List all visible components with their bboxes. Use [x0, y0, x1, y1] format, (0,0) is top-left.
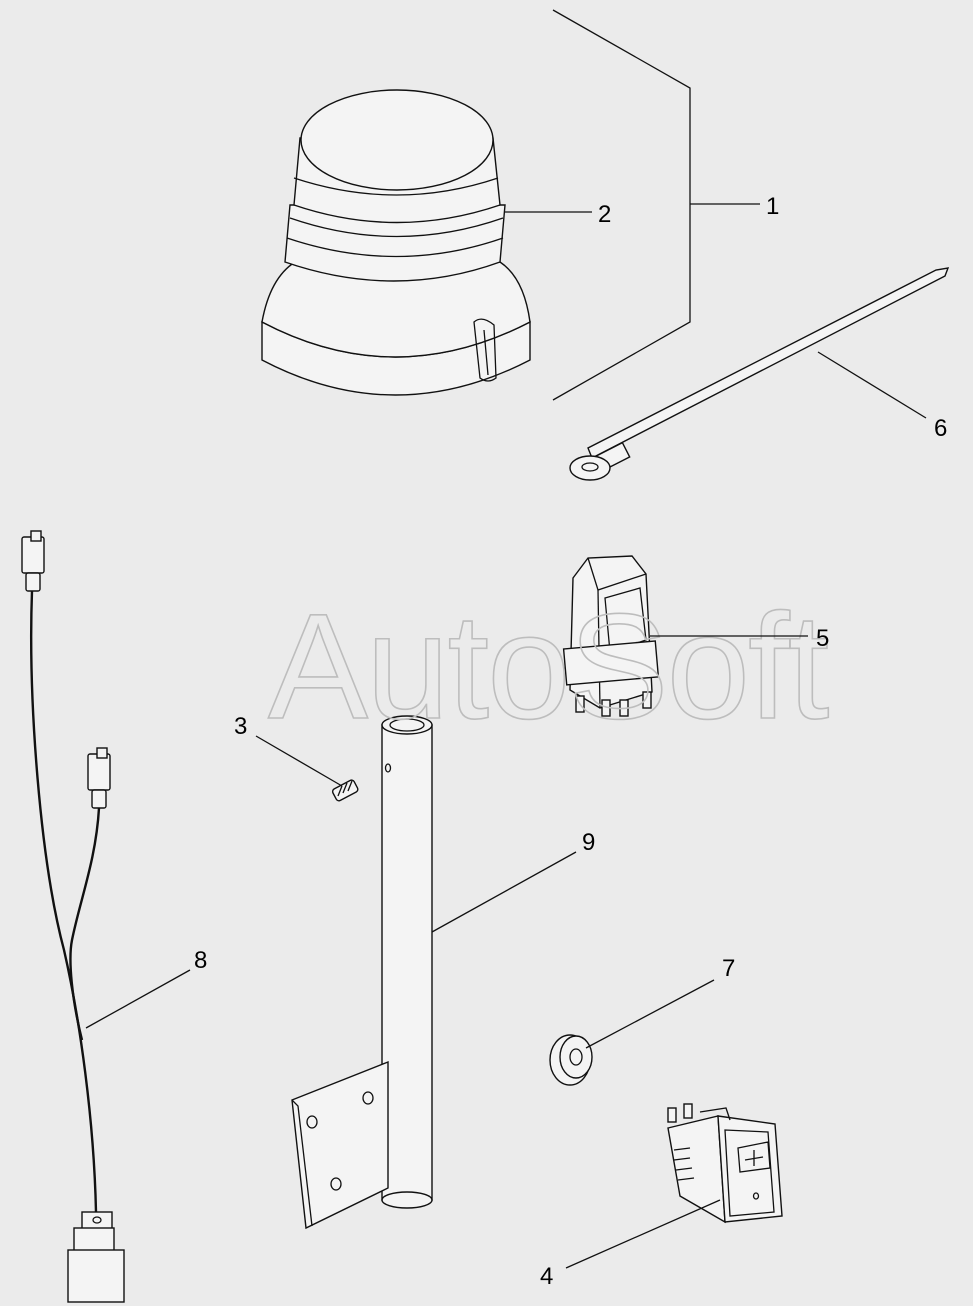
leader-line-9 [431, 851, 577, 933]
callout-7: 7 [722, 955, 735, 982]
wiring-harness[interactable] [21, 530, 125, 1303]
leader-line-8 [85, 969, 191, 1029]
leader-line-3 [255, 735, 343, 787]
watermark: AutoSoft [268, 582, 829, 750]
callout-5: 5 [816, 625, 829, 652]
leader-line-7 [585, 979, 715, 1049]
cable-tie[interactable] [569, 267, 950, 481]
callout-4: 4 [540, 1263, 553, 1290]
grommet[interactable] [549, 1034, 593, 1086]
callout-6: 6 [934, 415, 947, 442]
callout-2: 2 [598, 201, 611, 228]
leader-line-6 [817, 351, 927, 419]
callout-3: 3 [234, 713, 247, 740]
set-screw[interactable] [331, 779, 359, 802]
rocker-switch[interactable] [667, 1103, 783, 1224]
leader-line-4 [565, 1199, 721, 1269]
relay[interactable] [562, 555, 660, 717]
beacon-lamp[interactable] [261, 89, 531, 396]
callout-9: 9 [582, 829, 595, 856]
mounting-pole[interactable] [291, 715, 433, 1230]
callout-8: 8 [194, 947, 207, 974]
group-bracket [552, 9, 691, 401]
callout-1: 1 [766, 193, 779, 220]
